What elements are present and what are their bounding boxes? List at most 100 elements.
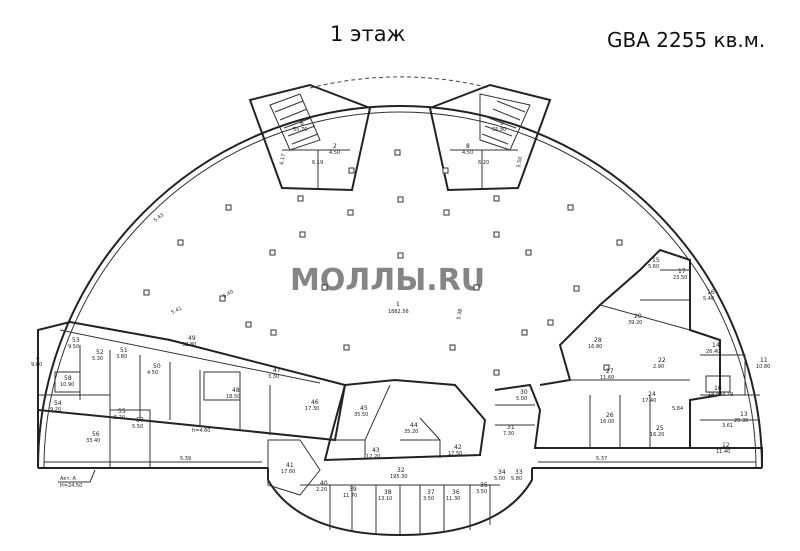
- room-area: 7.30: [503, 431, 514, 437]
- room-area: 12.20: [366, 454, 380, 460]
- room-label: 16: [707, 289, 715, 296]
- room-area: 55.70: [293, 127, 307, 133]
- stair-small-left: [54, 371, 81, 393]
- room-area: 35.50: [354, 412, 368, 418]
- dimension-label: 5.84: [672, 406, 683, 412]
- room-area: 18.80: [708, 392, 722, 398]
- watermark: МОЛЛЫ.RU: [290, 263, 485, 298]
- room-label: 41: [286, 462, 294, 469]
- room-label: 57: [136, 417, 144, 424]
- room-label: 35: [480, 482, 488, 489]
- room-area: 5.80: [511, 476, 522, 482]
- room-label: 32: [397, 467, 405, 474]
- room-area: 9.60: [31, 362, 42, 368]
- room-area: 13.10: [378, 496, 392, 502]
- mark-value: Н=24.50: [60, 483, 82, 489]
- stair-left-rooms: [282, 149, 350, 188]
- outer-wall-inner-line: [43, 111, 757, 469]
- room-area: 3.50: [476, 489, 487, 495]
- room-area: 18.50: [226, 394, 240, 400]
- dimension-label: 5.37: [596, 456, 607, 462]
- right-wing-rooms: [495, 269, 691, 448]
- room-label: 49: [188, 335, 196, 342]
- room-area: 17.50: [448, 451, 462, 457]
- room-area: 16.00: [600, 419, 614, 425]
- room-label: 8: [466, 143, 470, 150]
- room-label: 9: [500, 120, 504, 127]
- room-label: 48: [232, 387, 240, 394]
- stair-left-flight: [269, 93, 321, 151]
- room-label: 6: [300, 120, 304, 127]
- room-area: 10.80: [756, 364, 770, 370]
- room-label: 31: [507, 424, 515, 431]
- stair-small-right: [705, 375, 731, 393]
- room-area: 5.00: [516, 396, 527, 402]
- room-label: 33: [515, 469, 523, 476]
- room-label: 14: [712, 342, 720, 349]
- room-label: 58: [64, 375, 72, 382]
- room-area: 17.40: [642, 398, 656, 404]
- dimension-label: 6.19: [312, 160, 323, 166]
- room-label: 43: [372, 447, 380, 454]
- stair-right-steps: [481, 100, 526, 145]
- stair-left-steps: [274, 100, 319, 145]
- stair-block-right: [428, 83, 552, 192]
- left-wing-outline: [37, 320, 347, 442]
- room-label: 54: [54, 400, 62, 407]
- room-area: 17.60: [281, 469, 295, 475]
- room-area: 29.30: [734, 418, 748, 424]
- room-area: 2.90: [653, 364, 664, 370]
- room-area: 195.30: [390, 474, 408, 480]
- room-label: 28: [594, 337, 602, 344]
- floor-title: 1 этаж: [330, 22, 406, 46]
- room-label: 12: [722, 442, 730, 449]
- room-area: 33.40: [86, 438, 100, 444]
- room-label: 40: [320, 480, 328, 487]
- room-area: 3.30: [268, 374, 279, 380]
- room-label: 13: [740, 411, 748, 418]
- room-area: 5.40: [703, 296, 714, 302]
- right-wing-outline: [494, 248, 721, 449]
- room-label: 37: [427, 489, 435, 496]
- room-area: 5.30: [92, 356, 103, 362]
- room-48: [203, 371, 241, 401]
- room-label: 42: [454, 444, 462, 451]
- dimension-label: 5.40: [222, 289, 235, 300]
- room-label: 44: [410, 422, 418, 429]
- room-area: 3.80: [116, 354, 127, 360]
- room-label: 56: [92, 431, 100, 438]
- room-label: 36: [452, 489, 460, 496]
- room-area: 1862.56: [388, 309, 409, 315]
- room-area: 5.00: [494, 476, 505, 482]
- room-label: 10: [714, 385, 722, 392]
- dimension-label: 5.38: [456, 308, 464, 320]
- stair-right-rooms: [450, 149, 518, 188]
- room-label: 47: [273, 367, 281, 374]
- room-label: 45: [360, 405, 368, 412]
- room-label: 25: [656, 425, 664, 432]
- right-end-wall: [690, 447, 763, 468]
- room-label: 51: [120, 347, 128, 354]
- dimension-label: 3.61: [722, 423, 733, 429]
- room-area: 16.20: [650, 432, 664, 438]
- room-label: 55: [118, 408, 126, 415]
- room-label: 34: [498, 469, 506, 476]
- room-area: 2.20: [316, 487, 327, 493]
- room-label: 39: [349, 486, 357, 493]
- room-label: 46: [311, 399, 319, 406]
- room-area: 5.20: [114, 415, 125, 421]
- room-label: 2: [333, 143, 337, 150]
- dimension-label: 5.50: [516, 156, 524, 168]
- room-label: 15: [652, 257, 660, 264]
- dimension-label: 5.43: [153, 212, 166, 223]
- room-label: 17: [678, 268, 686, 275]
- outer-wall-arc: [37, 105, 763, 469]
- room-label: 50: [153, 363, 161, 370]
- column-grid: [143, 149, 623, 376]
- room-41: [267, 439, 321, 496]
- room-area: 9.50: [68, 344, 79, 350]
- room-label: 24: [648, 391, 656, 398]
- room-label: 11: [760, 357, 768, 364]
- room-area: 23.50: [673, 275, 687, 281]
